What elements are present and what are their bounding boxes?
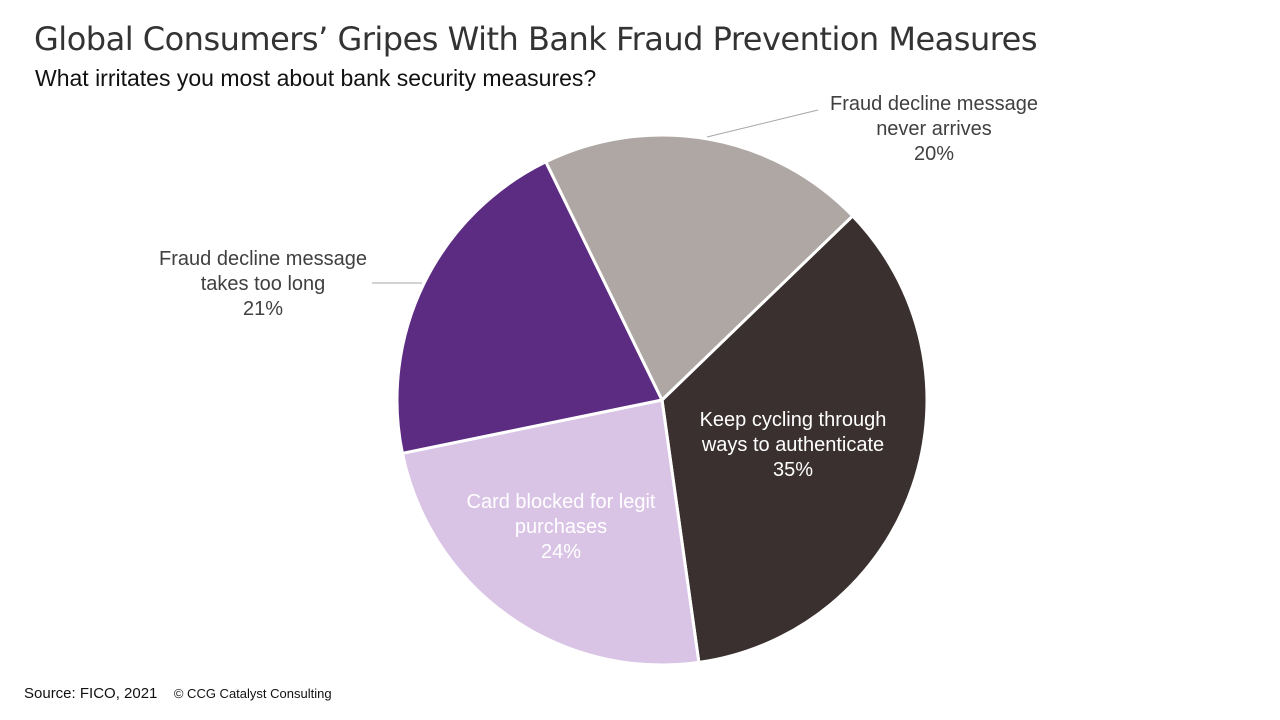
pie-slice-4 xyxy=(544,133,855,402)
slice-value-2: 24% xyxy=(541,541,581,563)
leader-line-4 xyxy=(706,109,819,138)
slice-label-line: ways to authenticate xyxy=(701,434,884,456)
slice-label-line: Fraud decline message xyxy=(159,248,367,270)
slice-label-4: Fraud decline message never arrives 20% xyxy=(830,93,1038,165)
pie-slice-3 xyxy=(395,160,664,455)
slice-value-4: 20% xyxy=(914,143,954,165)
slice-label-line: never arrives xyxy=(876,118,992,140)
slice-label-line: Fraud decline message xyxy=(830,93,1038,115)
slice-label-3: Fraud decline message takes too long 21% xyxy=(159,248,367,320)
slice-label-1: Keep cycling through ways to authenticate… xyxy=(700,409,887,481)
pie-slice-2 xyxy=(400,398,701,667)
slice-label-2: Card blocked for legit purchases 24% xyxy=(467,491,656,563)
slice-label-line: takes too long xyxy=(201,273,326,295)
slice-label-line: Keep cycling through xyxy=(700,409,887,431)
chart-title: Global Consumers’ Gripes With Bank Fraud… xyxy=(34,20,1038,58)
slice-value-1: 35% xyxy=(773,459,813,481)
pie-slice-1 xyxy=(660,214,929,664)
slice-label-line: purchases xyxy=(515,516,607,538)
slice-label-line: Card blocked for legit xyxy=(467,491,656,513)
footer: Source: FICO, 2021 © CCG Catalyst Consul… xyxy=(24,685,332,703)
slice-value-3: 21% xyxy=(243,298,283,320)
source-note: Source: FICO, 2021 xyxy=(24,685,158,702)
chart-subtitle: What irritates you most about bank secur… xyxy=(35,65,597,91)
copyright-note: © CCG Catalyst Consulting xyxy=(173,686,332,701)
